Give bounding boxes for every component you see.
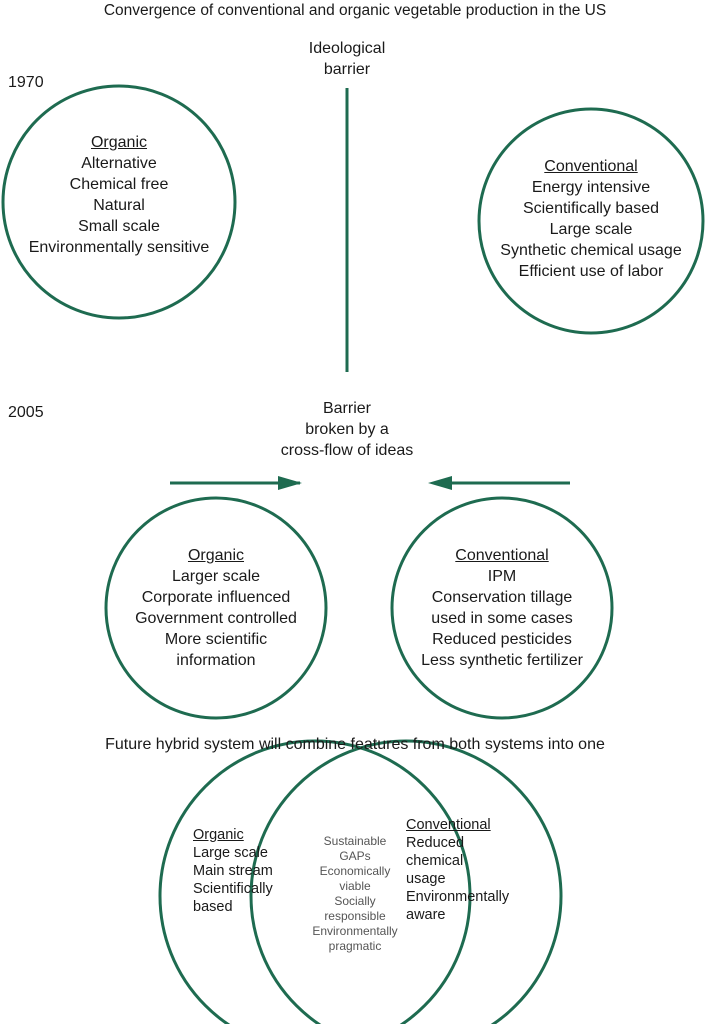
organic-2005-circle (104, 496, 328, 720)
conventional-1970-text: Conventional Energy intensive Scientific… (481, 156, 701, 282)
conventional-future-text: Conventional Reduced chemical usage Envi… (406, 816, 536, 924)
future-caption: Future hybrid system will combine featur… (105, 736, 605, 753)
list-item: usage (406, 871, 446, 887)
list-item: viable (339, 879, 371, 893)
list-item: Environmentally (406, 889, 510, 905)
organic-future-circle (158, 739, 472, 1024)
organic-2005-heading: Organic (187, 547, 245, 564)
list-item: Reduced (406, 835, 465, 851)
list-item: Scientifically (193, 881, 273, 897)
list-item: Large scale (549, 221, 633, 238)
list-item: Reduced pesticides (432, 631, 572, 648)
year-2005-label: 2005 (8, 404, 44, 421)
conventional-2005-circle (390, 496, 614, 720)
list-item: Synthetic chemical usage (500, 242, 682, 259)
conventional-future-heading: Conventional (406, 817, 491, 833)
list-item: Conservation tillage (431, 589, 573, 606)
list-item: Environmentally sensitive (28, 239, 210, 256)
barrier-label-line: cross-flow of ideas (280, 442, 414, 459)
list-item: based (193, 899, 233, 915)
conventional-2005-heading: Conventional (455, 547, 549, 564)
list-item: Efficient use of labor (518, 263, 664, 280)
organic-2005-text: Organic Larger scale Corporate influence… (111, 545, 321, 671)
organic-future-heading: Organic (193, 827, 244, 843)
page-title: Convergence of conventional and organic … (103, 2, 607, 19)
barrier-label-line: Barrier (322, 400, 371, 417)
conventional-2005-text: Conventional IPM Conservation tillage us… (397, 545, 607, 671)
list-item: used in some cases (431, 610, 573, 627)
list-item: responsible (324, 909, 386, 923)
arrowhead-left-icon (428, 476, 452, 490)
list-item: IPM (487, 568, 517, 585)
list-item: Sustainable (323, 834, 387, 848)
list-item: More scientific (164, 631, 268, 648)
list-item: Corporate influenced (141, 589, 291, 606)
barrier-label-line: Ideological (308, 40, 386, 57)
barrier-broken-label: Barrier broken by a cross-flow of ideas (247, 398, 447, 461)
list-item: Small scale (78, 218, 160, 235)
barrier-label-line: barrier (323, 61, 371, 78)
list-item: Scientifically based (522, 200, 660, 217)
list-item: Alternative (81, 155, 157, 172)
organic-future-text: Organic Large scale Main stream Scientif… (193, 826, 303, 916)
list-item: Main stream (193, 863, 273, 879)
list-item: aware (406, 907, 446, 923)
list-item: chemical (406, 853, 464, 869)
list-item: information (176, 652, 256, 669)
conventional-1970-circle (477, 107, 705, 335)
conventional-1970-heading: Conventional (544, 158, 638, 175)
list-item: Environmentally (312, 924, 398, 938)
arrowhead-right-icon (278, 476, 302, 490)
ideological-barrier-label: Ideological barrier (247, 38, 447, 80)
list-item: Socially (334, 894, 376, 908)
list-item: Larger scale (171, 568, 261, 585)
list-item: Large scale (193, 845, 268, 861)
year-1970-label: 1970 (8, 74, 44, 91)
list-item: Economically (319, 864, 391, 878)
list-item: Natural (93, 197, 145, 214)
organic-1970-circle (1, 84, 237, 320)
list-item: Less synthetic fertilizer (421, 652, 583, 669)
organic-1970-text: Organic Alternative Chemical free Natura… (4, 132, 234, 258)
list-item: GAPs (339, 849, 371, 863)
overlap-future-text: Sustainable GAPs Economically viable Soc… (296, 834, 414, 954)
conventional-future-circle (249, 739, 563, 1024)
list-item: Chemical free (69, 176, 169, 193)
list-item: pragmatic (328, 939, 382, 953)
list-item: Energy intensive (531, 179, 651, 196)
barrier-label-line: broken by a (305, 421, 389, 438)
organic-1970-heading: Organic (90, 134, 148, 151)
list-item: Government controlled (135, 610, 297, 627)
